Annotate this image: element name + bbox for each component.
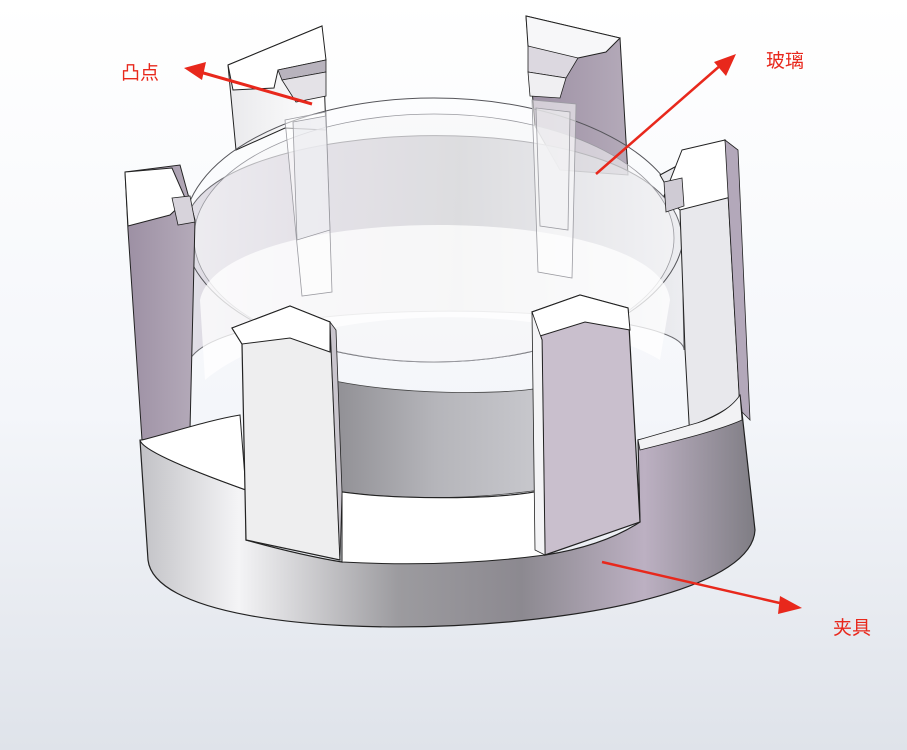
callout-label-fixture: 夹具	[833, 617, 872, 639]
arrow-fixture	[601, 560, 802, 614]
prong-front-left	[231, 305, 343, 561]
prong-side-right	[659, 139, 751, 441]
prong-front-right	[531, 294, 641, 556]
arrow-glass	[595, 54, 736, 175]
prong-back-left-through-glass	[284, 111, 333, 297]
callout-label-bump: 凸点	[121, 62, 160, 84]
prong-back-right-through-glass	[531, 99, 577, 279]
arrow-bump	[184, 62, 313, 106]
callout-label-glass: 玻璃	[766, 50, 805, 72]
prong-side-left	[124, 164, 196, 441]
fixture-body	[139, 393, 756, 628]
prong-back-right	[525, 15, 629, 176]
